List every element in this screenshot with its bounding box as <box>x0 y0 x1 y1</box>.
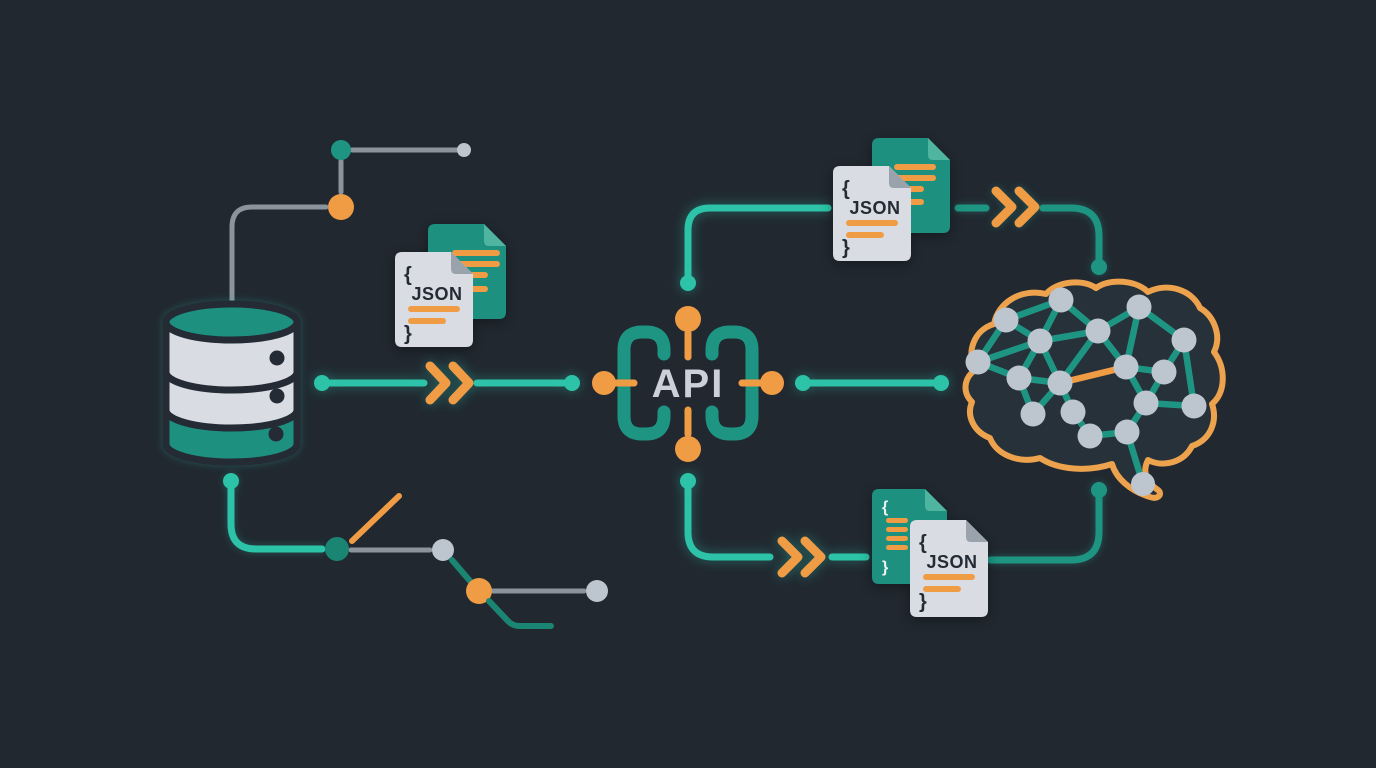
connector-top-left <box>229 140 471 311</box>
line-endpoint-dot <box>933 375 949 391</box>
node-dot <box>325 537 349 561</box>
json-files-icon-top-right: { JSON } <box>833 138 950 261</box>
node-dot <box>328 194 354 220</box>
node-dot <box>457 143 471 157</box>
connector-bottom-left <box>223 473 608 629</box>
json-files-icon-left: { JSON } <box>395 224 506 347</box>
node-dot <box>466 578 492 604</box>
file-front <box>910 520 988 617</box>
api-node-left <box>592 371 616 395</box>
brace-open-label: { <box>882 499 888 516</box>
connector-line <box>227 485 326 553</box>
brace-close-label: } <box>882 559 888 576</box>
node-dot <box>331 140 351 160</box>
flow-line <box>986 493 1103 564</box>
brace-close-label: } <box>842 237 850 259</box>
line-endpoint-dot <box>1091 482 1107 498</box>
text-line-bar <box>452 250 500 256</box>
double-chevron-icon <box>777 536 803 578</box>
file-fold <box>451 252 473 274</box>
flow-arrow-db-to-api <box>314 361 580 405</box>
text-line-bar <box>923 574 975 580</box>
line-endpoint-dot <box>314 375 330 391</box>
api-node-right <box>760 371 784 395</box>
text-line-bar <box>886 545 908 550</box>
flow-arrow-api-to-brain <box>795 375 949 391</box>
json-label: JSON <box>849 198 900 218</box>
double-chevron-icon <box>800 536 826 578</box>
file-fold <box>928 138 950 160</box>
api-icon: API <box>592 306 784 462</box>
diagonal-line <box>349 493 402 544</box>
double-chevron-icon <box>991 186 1017 228</box>
flow-arrow-api-to-json-top <box>680 204 832 291</box>
text-line-bar <box>886 527 908 532</box>
text-line-bar <box>886 536 908 541</box>
brain-network-icon <box>962 278 1226 501</box>
node-dot <box>223 473 239 489</box>
node-dot <box>432 539 454 561</box>
line-endpoint-dot <box>564 375 580 391</box>
flow-line <box>684 485 774 561</box>
api-node-top <box>675 306 701 332</box>
connector-line <box>229 204 329 311</box>
text-line-bar <box>846 232 884 238</box>
brace-open-label: { <box>404 264 412 286</box>
flow-arrow-api-to-json-bottom <box>680 473 870 578</box>
json-label: JSON <box>926 552 977 572</box>
node-dot <box>586 580 608 602</box>
brace-open-label: { <box>919 532 927 554</box>
json-files-icon-bottom-right: { } { JSON } <box>872 489 988 617</box>
database-separator <box>162 371 301 394</box>
api-label: API <box>652 362 725 406</box>
brace-close-label: } <box>404 323 412 345</box>
text-line-bar <box>408 318 446 324</box>
file-fold <box>966 520 988 542</box>
double-chevron-icon <box>1014 186 1040 228</box>
text-line-bar <box>908 199 924 205</box>
flow-arrow-json-to-brain-bottom <box>986 482 1107 564</box>
double-chevron-icon <box>448 361 474 405</box>
brace-open-label: { <box>842 178 850 200</box>
database-icon <box>162 300 301 466</box>
database-led <box>269 350 285 366</box>
text-line-bar <box>894 164 936 170</box>
line-endpoint-dot <box>1091 259 1107 275</box>
database-bottom-band <box>162 409 301 466</box>
brain-stem-node <box>1131 472 1155 496</box>
flow-line <box>684 204 832 281</box>
line-endpoint-dot <box>680 473 696 489</box>
connector-line <box>486 598 554 629</box>
double-chevron-icon <box>425 361 451 405</box>
text-line-bar <box>846 220 898 226</box>
api-node-bottom <box>675 436 701 462</box>
brace-close-label: } <box>919 591 927 613</box>
database-top <box>162 300 301 344</box>
file-fold <box>484 224 506 246</box>
file-fold <box>889 166 911 188</box>
line-endpoint-dot <box>795 375 811 391</box>
diagonal-line <box>449 557 473 584</box>
text-line-bar <box>894 175 936 181</box>
flow-arrow-json-to-brain-top <box>954 186 1107 275</box>
text-line-bar <box>408 306 460 312</box>
database-led <box>268 426 284 442</box>
flow-line <box>1039 204 1103 265</box>
database-led <box>269 388 285 404</box>
line-endpoint-dot <box>680 275 696 291</box>
file-fold <box>925 489 947 511</box>
brain-nodes <box>965 287 1207 496</box>
json-label: JSON <box>411 284 462 304</box>
text-line-bar <box>886 518 908 523</box>
text-line-bar <box>923 586 961 592</box>
